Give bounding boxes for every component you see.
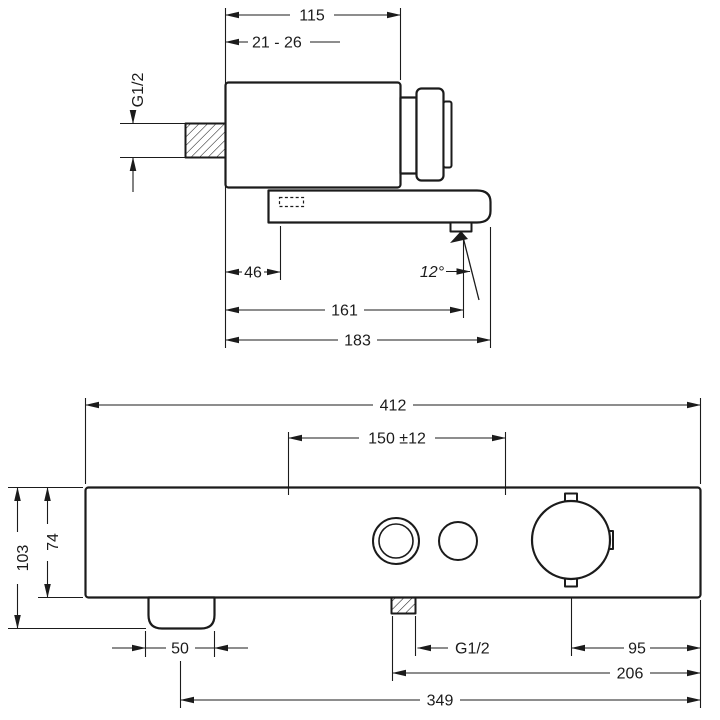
dimension-label: 115 <box>299 8 325 25</box>
angle-label: 12° <box>420 264 445 281</box>
dimension-angle: 12° <box>420 264 471 281</box>
spray-angle-line <box>461 232 480 301</box>
dimension-206: 206 <box>392 665 701 683</box>
label-backing <box>420 692 460 708</box>
dimension-161: 161 <box>225 302 464 320</box>
dimension-label: 21 - 26 <box>252 35 302 52</box>
dimension-label: 46 <box>244 265 262 282</box>
diverter-hidden-outline <box>278 196 305 208</box>
thread-label: G1/2 <box>130 73 147 108</box>
label-backing <box>359 430 435 446</box>
dimension-label: 161 <box>331 303 358 320</box>
dimension-wall-range: 21 - 26 <box>225 34 340 52</box>
spout-outlet-side <box>449 221 473 233</box>
label-backing <box>624 640 650 656</box>
mixer-front-body <box>84 432 702 630</box>
label-backing <box>338 332 377 348</box>
label-backing <box>168 640 192 656</box>
label-backing <box>325 302 364 318</box>
dimension-label: 412 <box>380 398 407 415</box>
dimension-label: 150 ±12 <box>368 431 426 448</box>
front-view: 412 150 ±12 74 103 50 <box>8 397 702 710</box>
handle-plate-side <box>399 96 418 175</box>
dimension-label: 103 <box>15 545 32 572</box>
spout-side <box>267 189 492 224</box>
mixer-side-body <box>184 81 492 301</box>
dimension-412: 412 <box>85 397 701 415</box>
label-backing <box>290 7 334 23</box>
water-flow-arrow-icon <box>450 231 468 243</box>
dimension-50: 50 <box>112 640 248 658</box>
side-view: 115 21 - 26 G1/2 46 12° 161 <box>120 7 492 350</box>
label-backing <box>610 665 650 681</box>
select-button-outer <box>372 517 420 565</box>
dimension-349: 349 <box>180 692 701 710</box>
dimension-115: 115 <box>225 7 401 25</box>
dimension-label: 183 <box>344 333 371 350</box>
label-backing <box>242 264 264 280</box>
dimension-46: 46 <box>225 264 281 282</box>
dimension-183: 183 <box>225 332 491 350</box>
temperature-knob <box>530 499 612 581</box>
handle-cap-side <box>442 100 453 169</box>
outlet-spout-front <box>147 596 216 630</box>
bottom-thread-connector <box>390 596 417 615</box>
dimension-103: 103 <box>9 487 32 629</box>
select-button-inner <box>378 523 414 559</box>
onoff-button <box>438 521 478 561</box>
thread-label: G1/2 <box>455 641 490 658</box>
label-backing <box>39 524 56 561</box>
mixer-body-side <box>224 81 402 189</box>
label-backing <box>248 34 310 50</box>
dimension-thread-side: G1/2 <box>129 73 147 192</box>
dimension-150: 150 ±12 <box>288 430 506 448</box>
dimension-label: 50 <box>171 641 189 658</box>
dimension-label: 95 <box>628 641 646 658</box>
inlet-thread-side <box>184 122 227 159</box>
dimension-95: 95 <box>571 640 701 658</box>
dimension-label: 206 <box>617 666 644 683</box>
dimension-label: 74 <box>45 533 62 551</box>
label-backing <box>373 397 413 413</box>
dimension-label: 349 <box>427 693 454 710</box>
dimension-thread-bottom: G1/2 <box>417 641 490 658</box>
handle-knob-side <box>415 87 445 182</box>
dimension-74: 74 <box>39 487 62 598</box>
label-backing <box>9 532 26 584</box>
